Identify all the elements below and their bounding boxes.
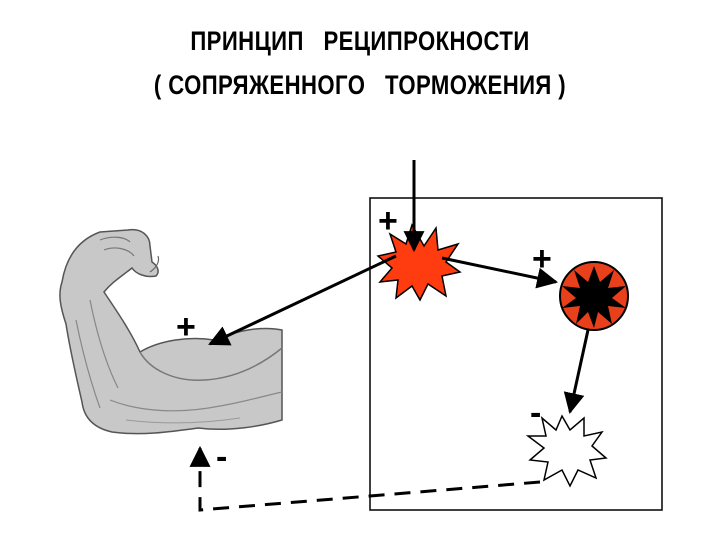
- title-line-2: ( СОПРЯЖЕННОГО ТОРМОЖЕНИЯ ): [153, 70, 567, 100]
- excitatory-neuron: [376, 223, 462, 302]
- dashed-efferent-path: [189, 445, 541, 512]
- sign-excite-neuron: +: [378, 202, 398, 240]
- title-line-1: ПРИНЦИП РЕЦИПРОКНОСТИ: [190, 26, 530, 56]
- sign-muscle-extensor: -: [216, 438, 227, 476]
- inhibitory-neuron-icon: [559, 261, 629, 331]
- arrow-to-flexor: [208, 254, 397, 346]
- spinal-cord-frame: [369, 197, 663, 511]
- flexed-arm-icon: [59, 228, 283, 435]
- sign-to-motor-neuron: -: [530, 394, 541, 432]
- arrow-to-motor-neuron: [563, 329, 590, 415]
- inhibited-neuron: [525, 414, 608, 488]
- sign-to-inhibitor: +: [532, 240, 552, 278]
- sign-muscle-flexor: +: [176, 308, 196, 346]
- arrow-to-inhibitor: [441, 256, 559, 289]
